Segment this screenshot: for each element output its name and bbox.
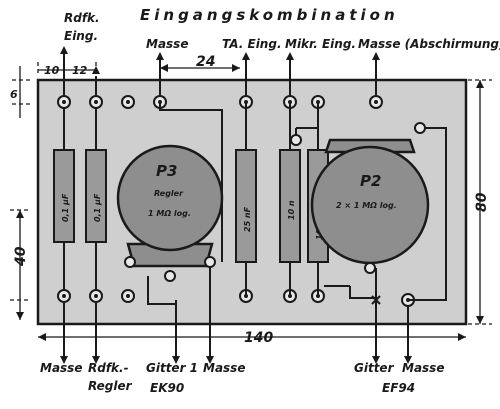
- dim-40: 40: [13, 246, 29, 267]
- bottom-leads: [60, 296, 412, 364]
- label-ek90: EK90: [150, 381, 184, 395]
- dimension-markers: 10 12 24 6 40 80 140: [10, 54, 492, 346]
- label-masse-bottom-right: Masse: [402, 361, 444, 375]
- dim-12: 12: [72, 64, 88, 77]
- label-gitter1: Gitter 1: [146, 361, 198, 375]
- ground-strap: [371, 295, 381, 305]
- p3-name: P3: [156, 162, 177, 180]
- potentiometer-p2: P2 2 × 1 MΩ log.: [290, 122, 430, 274]
- label-masse-bottom-mid: Masse: [203, 361, 245, 375]
- resistor-c1: 0,1 µF: [53, 108, 75, 290]
- potentiometer-p3: P3 Regler 1 MΩ log.: [116, 144, 224, 282]
- label-gitter-right: Gitter: [354, 361, 395, 375]
- dim-6: 6: [10, 88, 18, 101]
- resistor-c3: 25 nF: [235, 149, 257, 263]
- resistor-c4: 10 n: [279, 149, 301, 263]
- label-masse-top: Masse: [146, 37, 188, 51]
- label-rdfk-regler-1: Rdfk.-: [88, 361, 129, 375]
- resistor-c3-label: 25 nF: [243, 206, 252, 232]
- p3-sub-2: 1 MΩ log.: [148, 209, 191, 218]
- dim-140: 140: [244, 330, 273, 346]
- dim-10: 10: [44, 64, 60, 77]
- label-rdfk-regler-2: Regler: [88, 379, 133, 393]
- resistor-c4-label: 10 n: [287, 200, 296, 220]
- label-ef94: EF94: [382, 381, 415, 395]
- label-rdfk-eing-2: Eing.: [64, 29, 98, 43]
- label-masse-abschirmung: Masse (Abschirmung): [358, 37, 500, 51]
- resistor-c2-label: 0,1 µF: [93, 193, 102, 222]
- dim-80: 80: [474, 192, 490, 212]
- label-rdfk-eing-1: Rdfk.: [64, 11, 100, 25]
- label-masse-bottom-left: Masse: [40, 361, 82, 375]
- resistor-c1-label: 0,1 µF: [61, 193, 70, 222]
- resistor-c2: 0,1 µF: [85, 108, 107, 290]
- label-ta-eing: TA. Eing.: [222, 37, 282, 51]
- board-wiring: [129, 102, 447, 305]
- dim-24: 24: [196, 54, 215, 70]
- p2-sub: 2 × 1 MΩ log.: [336, 201, 397, 210]
- p2-name: P2: [360, 172, 381, 190]
- p3-sub-1: Regler: [154, 189, 184, 198]
- diagram-title: Eingangskombination: [140, 6, 399, 24]
- label-mikr-eing: Mikr. Eing.: [285, 37, 356, 51]
